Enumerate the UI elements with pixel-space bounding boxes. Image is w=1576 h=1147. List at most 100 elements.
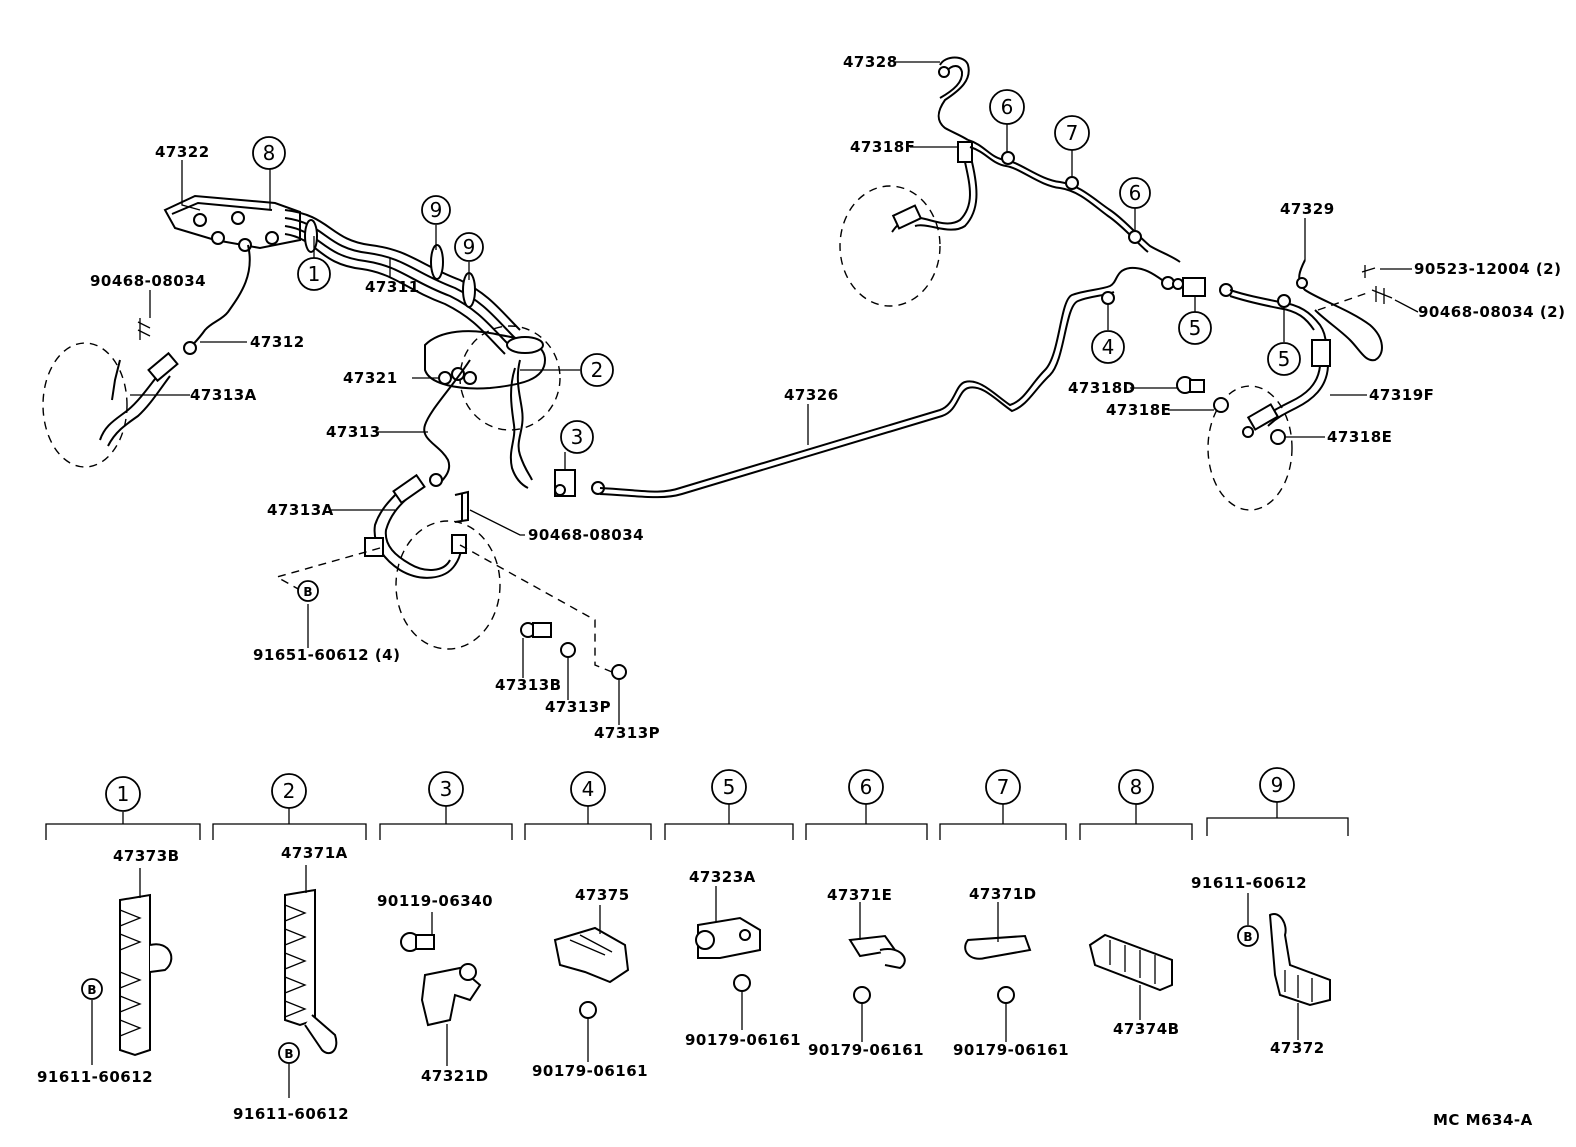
svg-text:1: 1 xyxy=(308,262,321,286)
svg-text:2: 2 xyxy=(283,779,296,803)
label-47313p-a: 47313P xyxy=(545,698,611,716)
svg-text:6: 6 xyxy=(860,775,873,799)
callout-5-top-a: 5 xyxy=(1178,311,1212,345)
label-90468-left: 90468-08034 xyxy=(90,272,206,290)
label-90468-mid: 90468-08034 xyxy=(528,526,644,544)
callout-1-top: 1 xyxy=(297,257,331,291)
pipe-47313 xyxy=(423,359,471,486)
label-47322: 47322 xyxy=(155,143,210,161)
bolt-mark-b-9: B xyxy=(1237,925,1259,947)
clip-90523 xyxy=(1361,265,1376,278)
svg-text:B: B xyxy=(87,983,96,997)
bolt-mark-b-top: B xyxy=(297,580,319,602)
callout-8-top: 8 xyxy=(252,136,286,170)
svg-text:5: 5 xyxy=(1189,316,1202,340)
detail-num-4: 4 xyxy=(570,771,606,807)
callout-4-top: 4 xyxy=(1091,330,1125,364)
callout-7-top: 7 xyxy=(1054,115,1090,151)
detail-label-47373b: 47373B xyxy=(113,847,180,865)
label-47319f: 47319F xyxy=(1369,386,1434,404)
detail-label-91611-9: 91611-60612 xyxy=(1191,874,1307,892)
callout-2-top: 2 xyxy=(580,353,614,387)
main-pipe-bundle xyxy=(284,209,521,355)
detail-label-91611-1: 91611-60612 xyxy=(37,1068,153,1086)
svg-text:1: 1 xyxy=(117,782,130,806)
detail-label-90179-7: 90179-06161 xyxy=(953,1041,1069,1059)
svg-text:B: B xyxy=(303,585,312,599)
clip-90468-right xyxy=(1371,286,1393,304)
svg-text:4: 4 xyxy=(582,777,595,801)
detail-label-47375: 47375 xyxy=(575,886,630,904)
detail-label-47371a: 47371A xyxy=(281,844,348,862)
svg-text:8: 8 xyxy=(263,141,276,165)
label-47329: 47329 xyxy=(1280,200,1335,218)
washer-47318e-b xyxy=(1270,429,1286,445)
svg-text:6: 6 xyxy=(1001,95,1014,119)
label-47313: 47313 xyxy=(326,423,381,441)
clamp-47372 xyxy=(1247,893,1331,1040)
label-90468-right: 90468-08034 (2) xyxy=(1418,303,1565,321)
front-pipe-bracket xyxy=(163,194,301,252)
detail-callouts: 1 2 3 4 5 6 7 8 9 xyxy=(105,767,1295,812)
junction-block-3 xyxy=(554,469,605,497)
detail-label-90179-5: 90179-06161 xyxy=(685,1031,801,1049)
detail-num-1: 1 xyxy=(105,776,141,812)
label-47321: 47321 xyxy=(343,369,398,387)
label-47328: 47328 xyxy=(843,53,898,71)
callout-6-top-a: 6 xyxy=(989,89,1025,125)
svg-text:7: 7 xyxy=(1066,121,1079,145)
detail-label-90179-6: 90179-06161 xyxy=(808,1041,924,1059)
label-90523: 90523-12004 (2) xyxy=(1414,260,1561,278)
detail-label-47371d: 47371D xyxy=(969,885,1037,903)
svg-text:5: 5 xyxy=(723,775,736,799)
footer-code: MC M634-A xyxy=(1433,1111,1533,1129)
label-47311: 47311 xyxy=(365,278,420,296)
svg-text:5: 5 xyxy=(1278,347,1291,371)
callout-9-top-a: 9 xyxy=(421,195,451,225)
clamp-47371a xyxy=(284,865,338,1098)
clamp-47371d xyxy=(964,902,1032,1042)
svg-text:3: 3 xyxy=(440,777,453,801)
rear-left-hose xyxy=(839,141,978,307)
bolt-47318d xyxy=(1176,376,1205,394)
callout-9-top-b: 9 xyxy=(454,232,484,262)
label-47313a-left: 47313A xyxy=(190,386,257,404)
svg-text:2: 2 xyxy=(591,358,604,382)
lower-left-hose xyxy=(364,473,501,650)
svg-text:B: B xyxy=(284,1047,293,1061)
svg-text:7: 7 xyxy=(997,775,1010,799)
detail-label-91611-2: 91611-60612 xyxy=(233,1105,349,1123)
part-labels: 47328 47318F 47322 90468-08034 47311 473… xyxy=(90,53,1565,742)
detail-num-6: 6 xyxy=(848,769,884,805)
union-bolt-47313b xyxy=(520,622,552,638)
detail-brackets xyxy=(45,802,1349,840)
detail-bolt-marks: B B B xyxy=(81,925,1259,1064)
pipe-47312 xyxy=(189,244,251,349)
clamp-47321d xyxy=(400,912,482,1066)
svg-text:6: 6 xyxy=(1129,181,1142,205)
label-47318e-b: 47318E xyxy=(1327,428,1392,446)
detail-num-9: 9 xyxy=(1259,767,1295,803)
clamp-47323a xyxy=(695,886,761,1030)
detail-num-5: 5 xyxy=(711,769,747,805)
washer-47318e-a xyxy=(1213,397,1229,413)
rear-junction-block xyxy=(1172,277,1233,297)
label-47318e-a: 47318E xyxy=(1106,401,1171,419)
detail-label-90179-4: 90179-06161 xyxy=(532,1062,648,1080)
svg-text:9: 9 xyxy=(430,198,443,222)
callout-3-top: 3 xyxy=(560,420,594,454)
detail-label-90119: 90119-06340 xyxy=(377,892,493,910)
svg-text:8: 8 xyxy=(1130,775,1143,799)
label-47312: 47312 xyxy=(250,333,305,351)
label-47318f: 47318F xyxy=(850,138,915,156)
detail-labels: 47373B 91611-60612 47371A 91611-60612 90… xyxy=(37,844,1324,1123)
clamp-47371e xyxy=(848,902,906,1042)
detail-num-2: 2 xyxy=(271,773,307,809)
detail-label-47321d: 47321D xyxy=(421,1067,489,1085)
label-47318d: 47318D xyxy=(1068,379,1136,397)
svg-text:3: 3 xyxy=(571,425,584,449)
detail-num-8: 8 xyxy=(1118,769,1154,805)
pipe-47326 xyxy=(599,266,1166,493)
